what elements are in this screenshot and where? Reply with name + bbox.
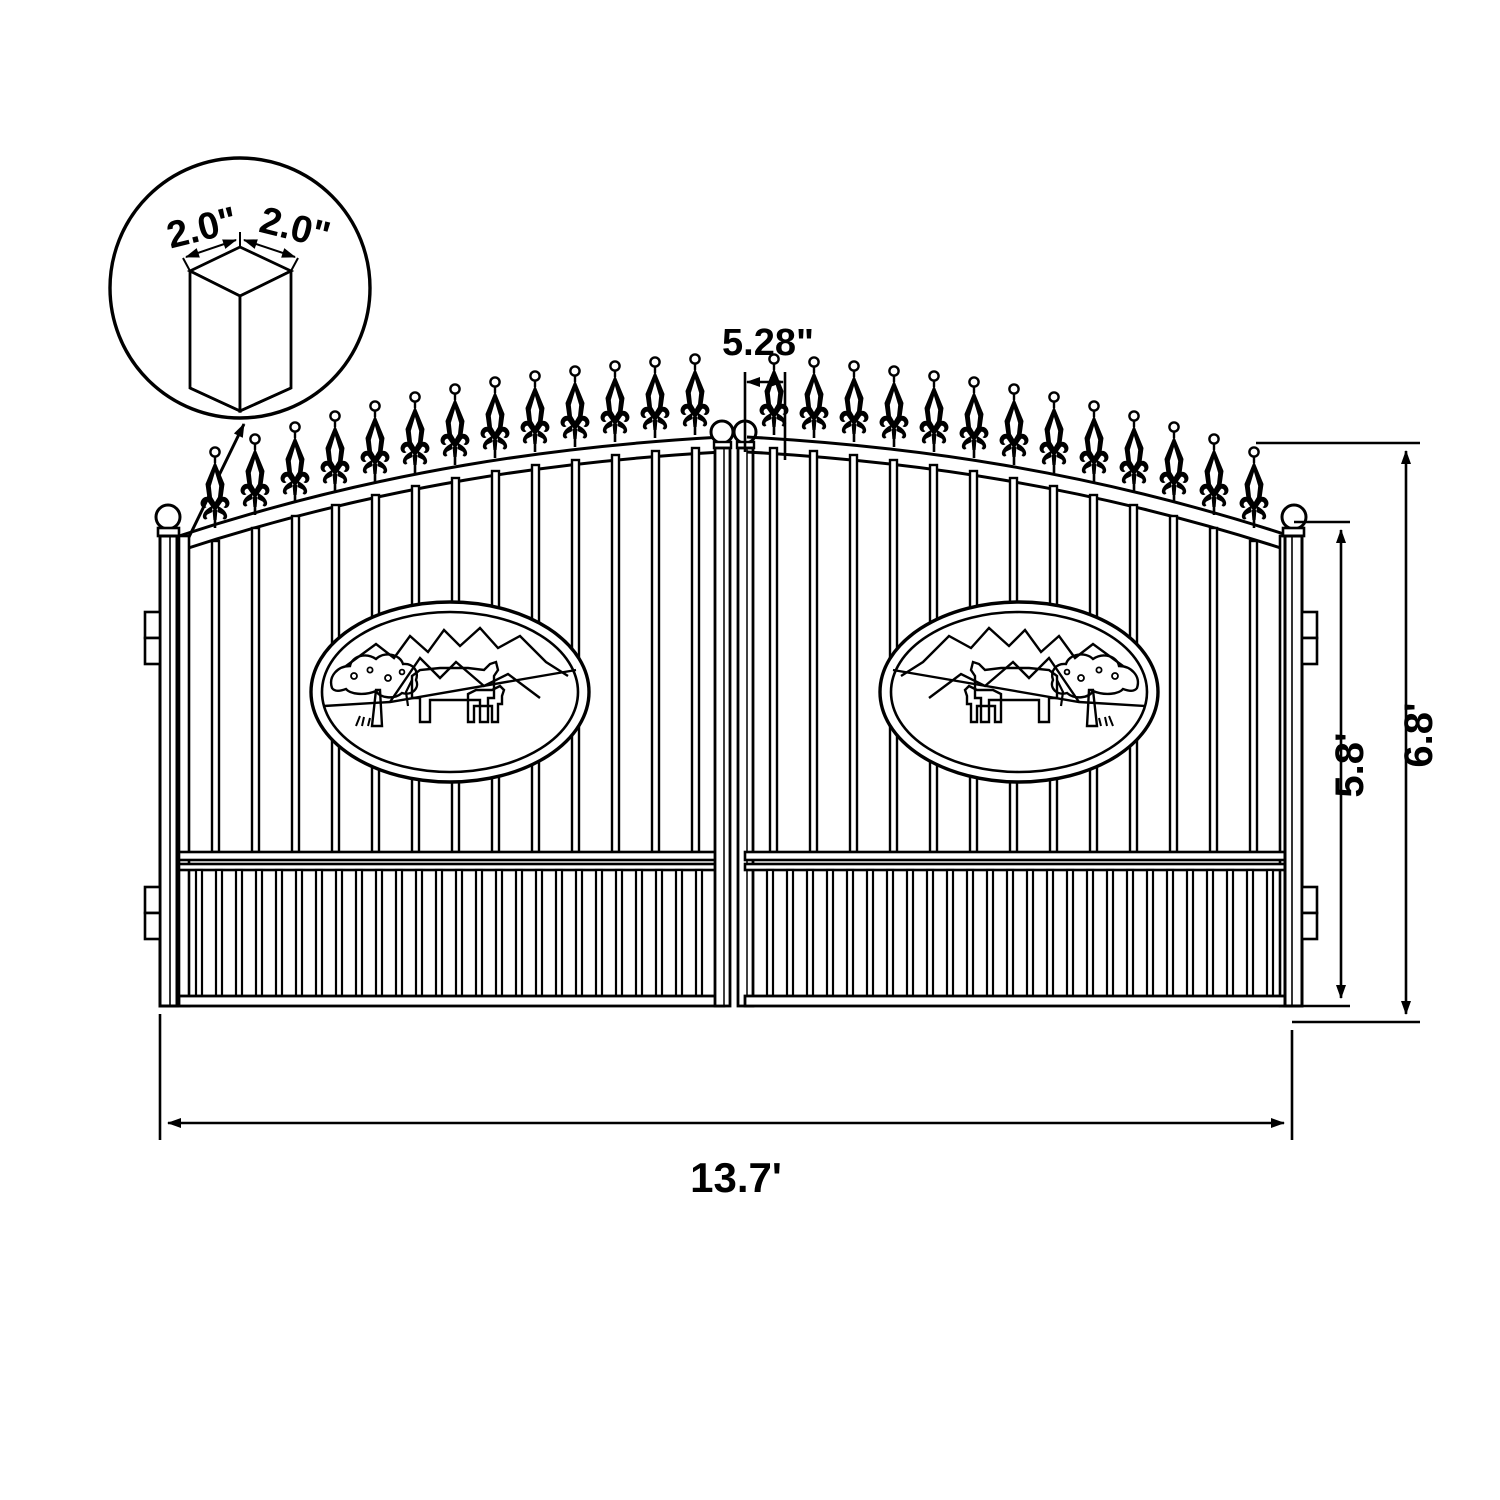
- dimension-picket-spacing: 5.28": [722, 322, 814, 460]
- detail-dim-right: [243, 239, 299, 272]
- left-end-post: [143, 503, 182, 1008]
- center-posts: [709, 419, 758, 1008]
- left-top-rail-outer: [178, 435, 723, 538]
- medallion-right: [878, 600, 1160, 784]
- right-post-ball-cap: [1280, 503, 1308, 531]
- dimension-overall-height: 6.8': [1256, 441, 1441, 1024]
- gate-leaf-left: [177, 353, 726, 1008]
- left-lower-pickets: [194, 868, 704, 998]
- dimension-overall-width: 13.7': [158, 1014, 1294, 1201]
- right-post-hinge-lower: [1300, 885, 1319, 941]
- left-bottom-rail: [177, 994, 726, 1008]
- gate-leaf-right: [743, 353, 1292, 1008]
- left-post-hinge-lower: [143, 885, 162, 941]
- left-post-ball-cap: [154, 503, 182, 531]
- right-lower-pickets: [765, 868, 1275, 998]
- center-post-left: [709, 419, 735, 1008]
- right-bottom-rail: [743, 994, 1292, 1008]
- overall-width-label: 13.7': [690, 1154, 782, 1201]
- center-post-left-ball-cap: [709, 419, 735, 445]
- dimension-gate-height: 5.8': [1292, 520, 1372, 1008]
- left-post-hinge-upper: [143, 610, 162, 666]
- gate-height-label: 5.8': [1328, 732, 1372, 797]
- detail-dim-left: [182, 232, 241, 272]
- post-isometric-figure: [186, 245, 295, 414]
- picket-spacing-label: 5.28": [722, 322, 814, 364]
- right-post-hinge-upper: [1300, 610, 1319, 666]
- right-mid-rail-upper: [743, 850, 1292, 862]
- overall-height-label: 6.8': [1397, 702, 1441, 767]
- right-end-post: [1280, 503, 1319, 1008]
- center-post-right: [732, 419, 758, 1008]
- left-mid-rail-upper: [177, 850, 726, 862]
- right-top-rail-outer: [746, 435, 1291, 538]
- gate-assembly: [143, 353, 1319, 1008]
- medallion-left: [309, 600, 591, 784]
- left-leaf-hinge-stile: [177, 534, 191, 1008]
- post-detail-callout: 2.0" 2.0": [108, 156, 372, 420]
